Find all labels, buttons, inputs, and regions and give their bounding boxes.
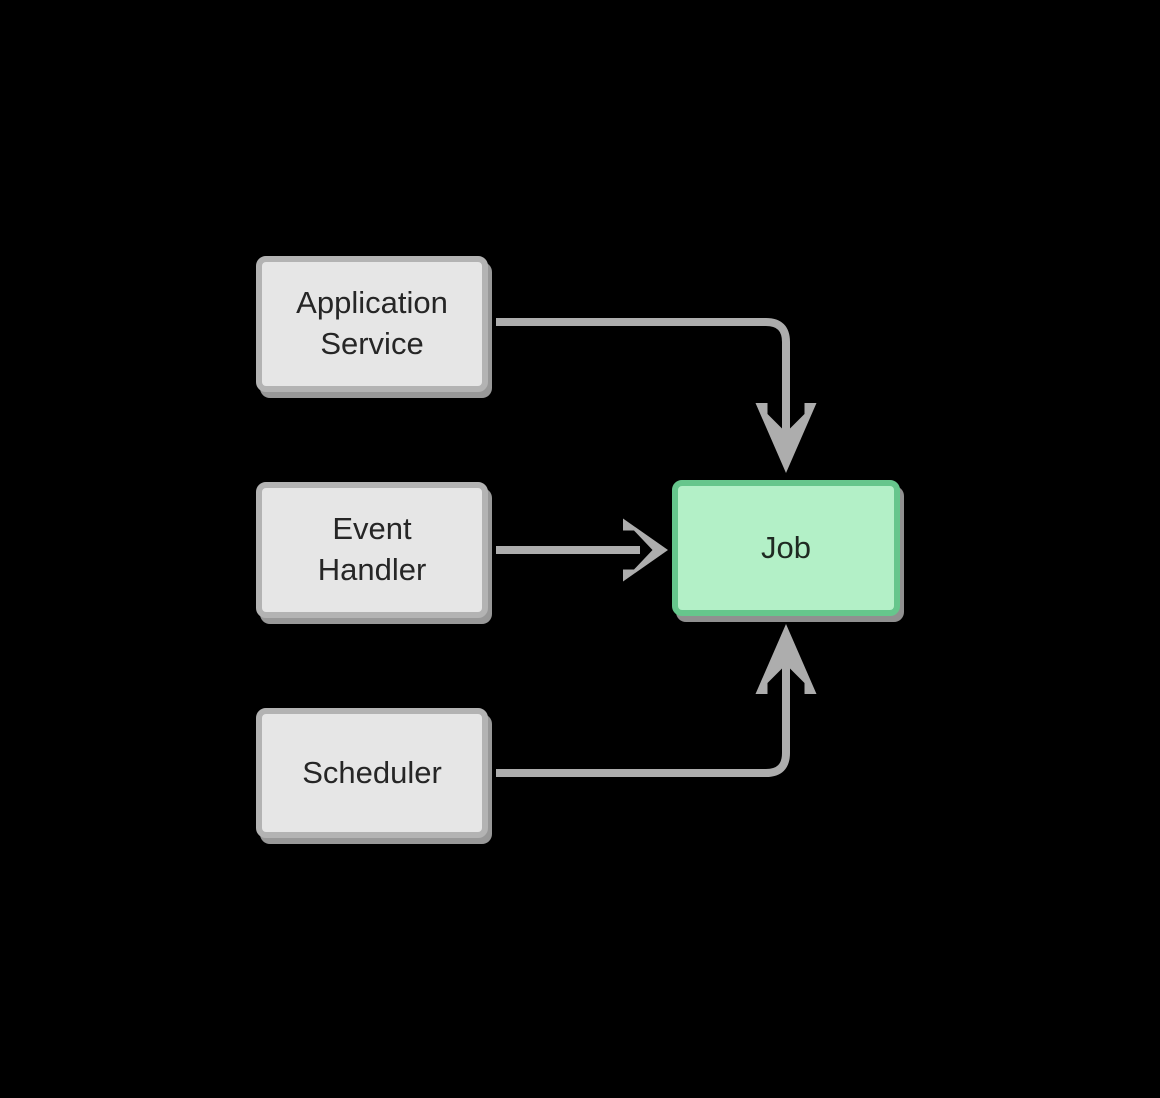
node-event-handler[interactable]: Event Handler bbox=[256, 482, 488, 618]
edge-application-service-to-job bbox=[496, 318, 817, 473]
node-application-service-label: Application Service bbox=[296, 285, 448, 361]
node-job-label: Job bbox=[761, 529, 811, 565]
node-event-handler-label: Event Handler bbox=[317, 511, 427, 587]
edge-event-handler-to-job bbox=[496, 518, 668, 582]
arrowhead-up-icon bbox=[755, 624, 817, 694]
node-job[interactable]: Job bbox=[672, 480, 900, 616]
node-scheduler-label: Scheduler bbox=[302, 754, 442, 790]
edge-scheduler-to-job bbox=[496, 624, 817, 777]
arrowhead-right-icon bbox=[623, 518, 668, 582]
node-application-service[interactable]: Application Service bbox=[256, 256, 488, 392]
arrowhead-down-icon bbox=[755, 403, 817, 473]
edge-line bbox=[496, 651, 790, 777]
edge-line bbox=[496, 318, 790, 446]
node-scheduler[interactable]: Scheduler bbox=[256, 708, 488, 838]
